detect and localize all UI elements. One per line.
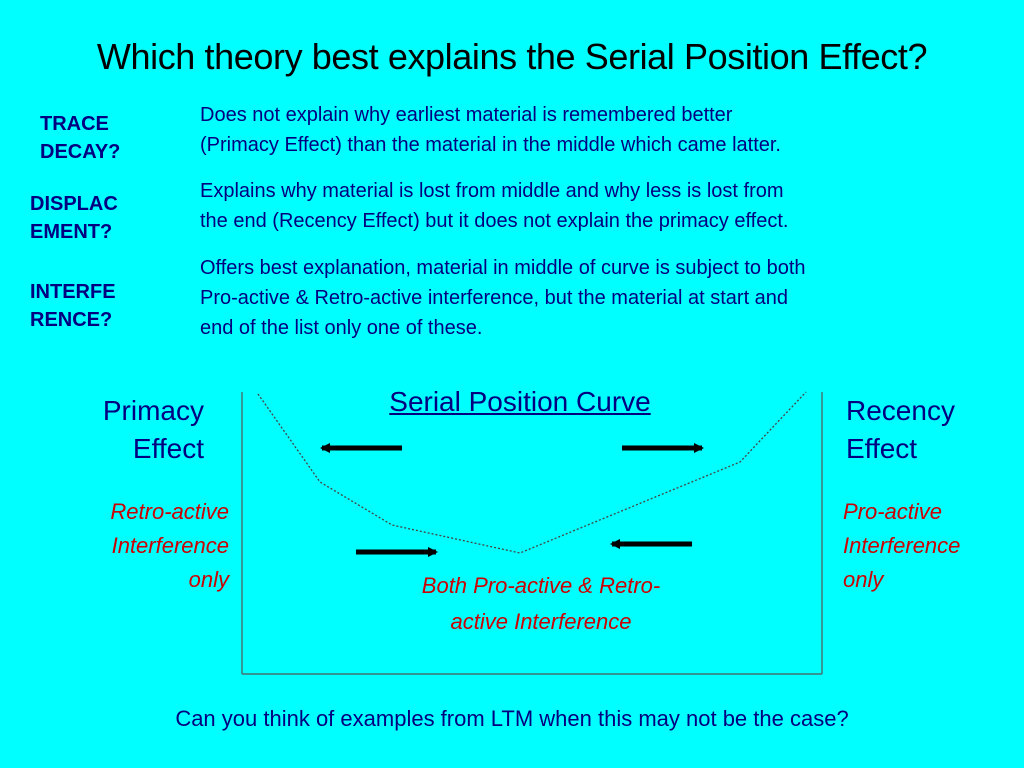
- recency-line: Recency: [846, 395, 955, 426]
- explanation-line: Does not explain why earliest material i…: [200, 104, 733, 126]
- retro-line: Retro-active: [110, 499, 229, 524]
- explanation-line: Explains why material is lost from middl…: [200, 180, 784, 202]
- retro-line: only: [188, 567, 229, 592]
- retro-active-label: Retro-active Interference only: [20, 495, 229, 597]
- explanation-displacement: Explains why material is lost from middl…: [200, 176, 1000, 236]
- both-line: active Interference: [450, 609, 632, 634]
- primacy-line: Primacy: [102, 395, 204, 426]
- recency-effect-label: Recency Effect: [846, 392, 1016, 468]
- both-line: Both Pro-active & Retro-: [421, 573, 661, 598]
- theory-label-interference: INTERFE RENCE?: [30, 278, 116, 334]
- pro-line: only: [843, 567, 884, 592]
- retro-line: Interference: [111, 533, 229, 558]
- serial-position-curve: [257, 391, 807, 554]
- curve-title: Serial Position Curve: [389, 386, 651, 417]
- slide-title: Which theory best explains the Serial Po…: [96, 36, 928, 77]
- theory-label-line: RENCE?: [30, 309, 113, 331]
- theory-label-line: INTERFE: [30, 281, 116, 303]
- pro-line: Pro-active: [843, 499, 943, 524]
- primacy-effect-label: Primacy Effect: [40, 392, 204, 468]
- theory-label-line: DECAY?: [40, 141, 121, 163]
- theory-label-line: DISPLAC: [30, 193, 118, 215]
- theory-label-trace-decay: TRACE DECAY?: [40, 110, 120, 166]
- pro-active-label: Pro-active Interference only: [843, 495, 1018, 597]
- bottom-question: Can you think of examples from LTM when …: [175, 706, 849, 731]
- theory-label-displacement: DISPLAC EMENT?: [30, 190, 118, 246]
- explanation-line: end of the list only one of these.: [200, 317, 483, 339]
- explanation-line: (Primacy Effect) than the material in th…: [200, 134, 781, 156]
- pro-line: Interference: [843, 533, 961, 558]
- recency-line: Effect: [846, 433, 918, 464]
- explanation-trace-decay: Does not explain why earliest material i…: [200, 100, 1000, 160]
- both-interference-label: Both Pro-active & Retro- active Interfer…: [360, 568, 722, 640]
- explanation-line: Offers best explanation, material in mid…: [200, 257, 806, 279]
- explanation-interference: Offers best explanation, material in mid…: [200, 253, 1000, 343]
- explanation-line: the end (Recency Effect) but it does not…: [200, 210, 789, 232]
- primacy-line: Effect: [132, 433, 204, 464]
- explanation-line: Pro-active & Retro-active interference, …: [200, 287, 789, 309]
- theory-label-line: TRACE: [40, 113, 109, 135]
- theory-label-line: EMENT?: [30, 221, 113, 243]
